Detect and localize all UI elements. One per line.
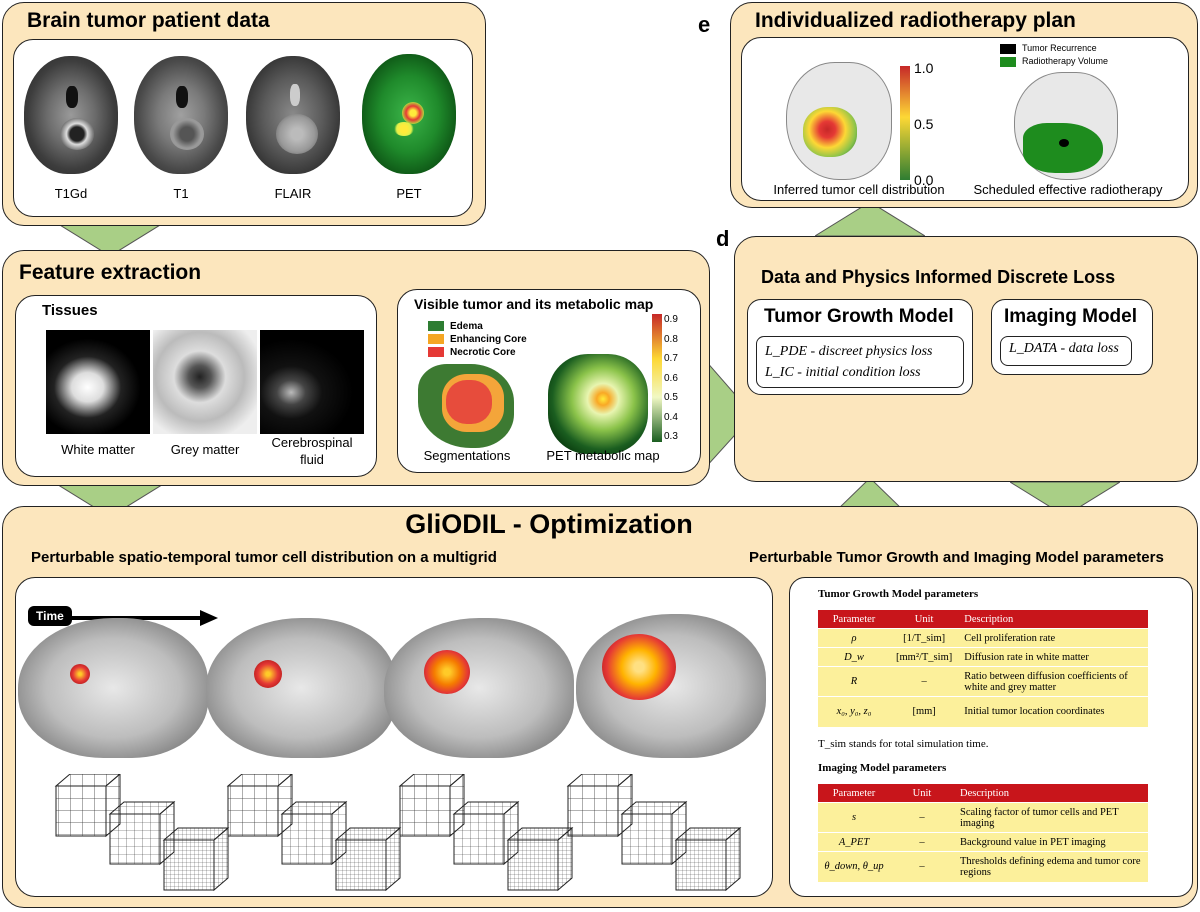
pet-colorbar-ticks: 0.9 0.8 0.7 0.6 0.5 0.4 0.3 — [664, 314, 678, 442]
imaging-model-title: Imaging Model — [1004, 306, 1137, 327]
multigrid-subtitle: Perturbable spatio-temporal tumor cell d… — [31, 549, 497, 566]
table-row: x₀, y₀, z₀ [mm] Initial tumor location c… — [818, 696, 1148, 727]
imaging-loss-list: L_DATA - data loss — [1000, 336, 1132, 366]
tsim-note: T_sim stands for total simulation time. — [818, 738, 989, 750]
pet-colorbar — [652, 314, 662, 442]
brain-render-t2 — [206, 618, 396, 758]
arrow-a-to-b — [55, 222, 165, 257]
pet-metabolic-map-label: PET metabolic map — [546, 448, 660, 463]
tgm-loss-box: Tumor Growth Model L_PDE - discreet phys… — [747, 299, 973, 395]
cb-tick-0: 0.0 — [914, 172, 934, 188]
inferred-distribution-label: Inferred tumor cell distribution — [773, 182, 945, 197]
table-row: ρ [1/T_sim] Cell proliferation rate — [818, 628, 1148, 648]
cell-density-colorbar — [900, 66, 910, 180]
panel-radiotherapy: Individualized radiotherapy plan 1.0 0.5… — [730, 2, 1198, 208]
t1gd-scan-image — [24, 56, 118, 174]
scan-label-t1: T1 — [173, 186, 189, 201]
pet-scan-image — [362, 54, 456, 174]
brain-render-t3 — [384, 618, 574, 758]
table-row: s – Scaling factor of tumor cells and PE… — [818, 802, 1148, 833]
parameters-subtitle: Perturbable Tumor Growth and Imaging Mod… — [749, 549, 1164, 566]
scheduled-radiotherapy-label: Scheduled effective radiotherapy — [973, 182, 1163, 197]
grey-matter-image — [153, 330, 257, 434]
tgm-params-table: Parameter Unit Description ρ [1/T_sim] C… — [818, 610, 1148, 727]
panel-e-title: Individualized radiotherapy plan — [755, 9, 1076, 32]
radiotherapy-volume-image — [1014, 72, 1118, 180]
brain-render-t4 — [576, 614, 766, 758]
panel-feature-extraction: Feature extraction Tissues White matter … — [2, 250, 710, 486]
legend-tumor-recurrence: Tumor Recurrence — [1000, 42, 1108, 55]
segmentation-image — [418, 364, 514, 448]
tgm-title: Tumor Growth Model — [764, 306, 954, 327]
patient-scans-box: T1Gd T1 FLAIR PET — [13, 39, 473, 217]
arrow-d-to-c — [1010, 482, 1120, 517]
legend-necrotic-core: Necrotic Core — [428, 346, 527, 359]
arrow-b-to-d — [705, 360, 754, 469]
panel-a-title: Brain tumor patient data — [27, 9, 270, 32]
flair-scan-image — [246, 56, 340, 174]
cube-coarse — [54, 774, 121, 838]
panel-b-title: Feature extraction — [19, 261, 202, 284]
multigrid-box: Time — [15, 577, 773, 897]
panel-patient-data: Brain tumor patient data T1Gd T1 FLAIR P… — [2, 2, 486, 226]
tgm-loss-list: L_PDE - discreet physics loss L_IC - ini… — [756, 336, 964, 388]
loss-pde: L_PDE - discreet physics loss — [765, 344, 933, 359]
legend-enhancing-core: Enhancing Core — [428, 333, 527, 346]
tissue-label-white-matter: White matter — [61, 442, 135, 457]
tissues-box: Tissues White matter Grey matter Cerebro… — [15, 295, 377, 477]
table-row: A_PET – Background value in PET imaging — [818, 832, 1148, 852]
legend-edema: Edema — [428, 320, 527, 333]
scan-label-pet: PET — [396, 186, 422, 201]
panel-d-letter: d — [716, 226, 730, 251]
brain-render-t1 — [18, 618, 208, 758]
radiotherapy-box: 1.0 0.5 0.0 Tumor Recurrence Radiotherap… — [741, 37, 1189, 201]
panel-e-letter: e — [698, 12, 711, 37]
tgm-params-title: Tumor Growth Model parameters — [818, 588, 979, 600]
scan-label-t1gd: T1Gd — [54, 186, 88, 201]
cube-fine — [162, 826, 230, 892]
loss-ic: L_IC - initial condition loss — [765, 365, 921, 380]
rt-legend: Tumor Recurrence Radiotherapy Volume — [1000, 42, 1108, 68]
segmentations-label: Segmentations — [423, 448, 511, 463]
cb-tick-05: 0.5 — [914, 116, 934, 132]
tumor-legend: Edema Enhancing Core Necrotic Core — [428, 320, 527, 359]
tissue-label-csf: Cerebrospinal fluid — [271, 435, 353, 467]
tgm-header-row: Parameter Unit Description — [818, 610, 1148, 629]
panel-d-title: Data and Physics Informed Discrete Loss — [761, 267, 1116, 287]
img-header-row: Parameter Unit Description — [818, 784, 1148, 803]
cb-tick-1: 1.0 — [914, 60, 934, 76]
pet-metabolic-map-image — [548, 354, 648, 454]
tissues-title: Tissues — [42, 302, 98, 319]
table-row: θ_down, θ_up – Thresholds defining edema… — [818, 851, 1148, 882]
inferred-distribution-image — [786, 62, 892, 180]
table-row: D_w [mm²/T_sim] Diffusion rate in white … — [818, 647, 1148, 667]
arrow-b-to-c — [55, 483, 165, 518]
panel-optimization: GliODIL - Optimization Perturbable spati… — [2, 506, 1198, 908]
white-matter-image — [46, 330, 150, 434]
scan-label-flair: FLAIR — [274, 186, 312, 201]
multigrid-cubes — [54, 774, 741, 892]
panel-loss: Data and Physics Informed Discrete Loss … — [734, 236, 1198, 482]
visible-tumor-box: Visible tumor and its metabolic map Edem… — [397, 289, 701, 473]
t1-scan-image — [134, 56, 228, 174]
parameters-box: Tumor Growth Model parameters Parameter … — [789, 577, 1193, 897]
panel-c-title: GliODIL - Optimization — [405, 509, 693, 539]
table-row: R – Ratio between diffusion coefficients… — [818, 666, 1148, 697]
time-label: Time — [28, 606, 72, 626]
csf-image — [260, 330, 364, 434]
imaging-loss-box: Imaging Model L_DATA - data loss — [991, 299, 1153, 375]
tissue-label-grey-matter: Grey matter — [170, 442, 240, 457]
img-params-title: Imaging Model parameters — [818, 762, 947, 774]
loss-data: L_DATA - data loss — [1009, 341, 1119, 356]
img-params-table: Parameter Unit Description s – Scaling f… — [818, 784, 1148, 882]
legend-radiotherapy-volume: Radiotherapy Volume — [1000, 55, 1108, 68]
visible-tumor-title: Visible tumor and its metabolic map — [414, 296, 654, 312]
